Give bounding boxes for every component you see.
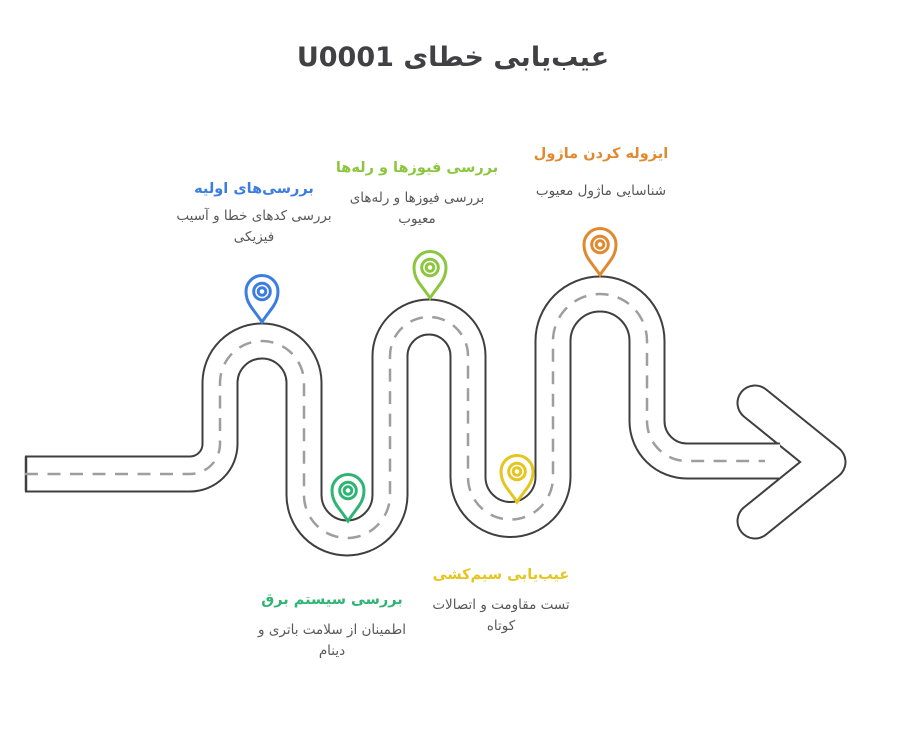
arrowhead-fill — [738, 386, 845, 538]
step-desc-wiring-diagnosis: تست مقاومت و اتصالات کوتاه — [432, 597, 570, 634]
page-title: عیب‌یابی خطای U0001 — [296, 42, 610, 73]
step-desc-fuses-relays: بررسی فیوزها و رله‌های معیوب — [349, 190, 485, 227]
map-pin-fuses-relays — [412, 250, 448, 300]
road-fill — [25, 277, 780, 555]
step-desc-initial-checks: بررسی کدهای خطا و آسیب فیزیکی — [176, 208, 332, 245]
step-desc-module-isolation: شناسایی ماژول معیوب — [535, 183, 667, 199]
step-label-initial-checks: بررسی‌های اولیه — [194, 181, 314, 197]
map-pin-module-isolation — [582, 227, 618, 277]
step-label-power-system: بررسی سیستم برق — [261, 592, 403, 608]
step-label-module-isolation: ایزوله کردن ماژول — [533, 146, 669, 162]
map-pin-initial-checks — [244, 274, 280, 324]
map-pin-power-system — [330, 473, 366, 523]
step-label-fuses-relays: بررسی فیوزها و رله‌ها — [335, 160, 499, 176]
step-label-wiring-diagnosis: عیب‌یابی سیم‌کشی — [432, 567, 570, 583]
road-dashed-centerline — [25, 292, 765, 540]
step-desc-power-system: اطمینان از سلامت باتری و دینام — [258, 622, 406, 659]
